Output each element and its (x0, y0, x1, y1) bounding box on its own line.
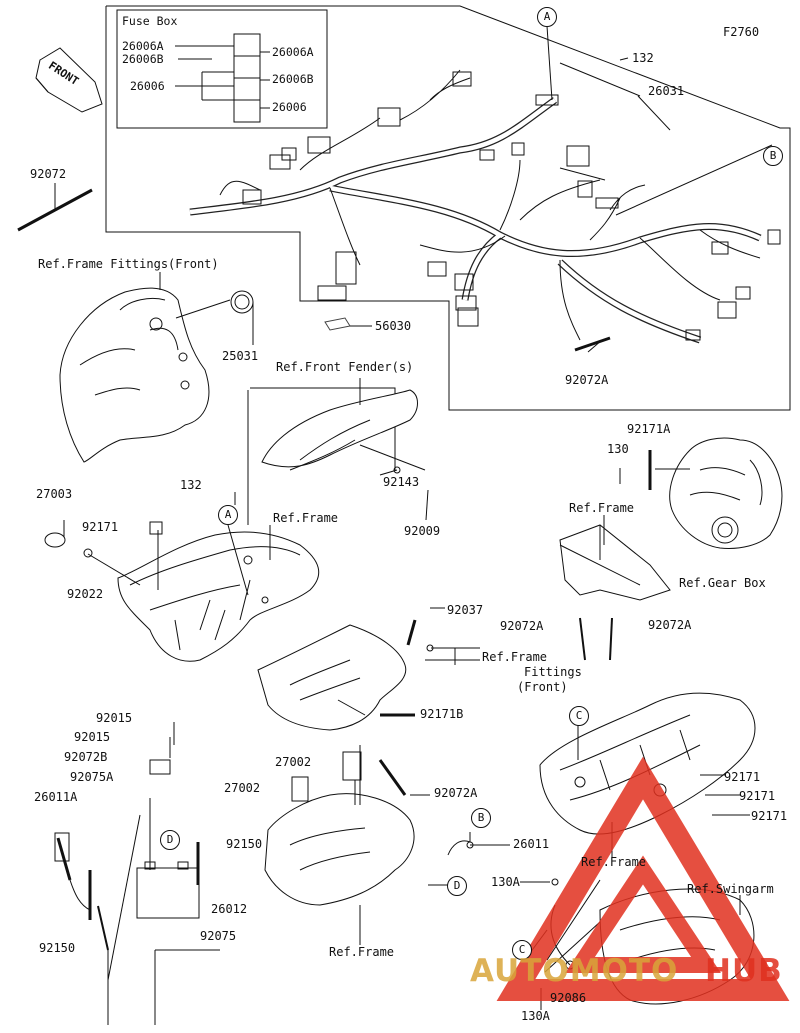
battery-tray (264, 793, 415, 906)
fuse-box-label: 26006A (122, 39, 164, 53)
part-number: 92171 (739, 789, 776, 803)
part-number: 92037 (447, 603, 484, 617)
ref-label: Ref.Frame (581, 855, 647, 869)
ref-label: Ref.Front Fender(s) (276, 360, 414, 374)
ref-label: Ref.Swingarm (687, 882, 774, 896)
part-number: 92072A (648, 618, 692, 632)
callout-a: A (218, 505, 238, 525)
part-number: 92072B (64, 750, 108, 764)
part-number: 92171 (724, 770, 761, 784)
part-number: 25031 (222, 349, 259, 363)
ref-label: Ref.Frame Fittings(Front) (38, 257, 219, 271)
fuse-box-title: Fuse Box (122, 14, 178, 28)
part-number: 92150 (39, 941, 76, 955)
part-number: 92143 (383, 475, 420, 489)
ref-label: Ref.Frame (569, 501, 635, 515)
part-number: 92086 (550, 991, 587, 1005)
part-number: 132 (180, 478, 202, 492)
battery (136, 867, 200, 919)
part-number: 92075A (70, 770, 114, 784)
watermark-logo (496, 756, 790, 1001)
callout-a: A (537, 7, 557, 27)
part-number: 27003 (36, 487, 73, 501)
ref-label: Fittings (524, 665, 582, 679)
part-number: 130A (521, 1009, 550, 1023)
fuse-box-inset (116, 9, 328, 129)
fittings-plate (257, 624, 407, 731)
part-number: 92171A (627, 422, 671, 436)
ref-label: Ref.Frame (329, 945, 395, 959)
part-number: 92015 (96, 711, 133, 725)
part-number: 92022 (67, 587, 104, 601)
part-number: 92072 (30, 167, 67, 181)
fuse-box-label: 26006B (272, 72, 314, 86)
callout-c: C (512, 940, 532, 960)
ref-label: Ref.Frame (482, 650, 548, 664)
part-number: 92075 (200, 929, 237, 943)
part-number: 26012 (211, 902, 248, 916)
callout-c: C (569, 706, 589, 726)
part-number: 92150 (226, 837, 263, 851)
fuse-box-label: 26006 (130, 79, 165, 93)
ref-label: Ref.Gear Box (679, 576, 766, 590)
frame-right-upper (559, 524, 671, 601)
part-number: 92171 (751, 809, 788, 823)
part-number: 27002 (224, 781, 261, 795)
part-number: 27002 (275, 755, 312, 769)
tag-56030 (324, 317, 351, 331)
callout-b: B (471, 808, 491, 828)
part-number: 130A (491, 875, 520, 889)
watermark-text: AUTOMOTO (470, 953, 679, 989)
gear-box (669, 437, 783, 549)
front-fender-frame (250, 387, 396, 470)
part-number: 130 (607, 442, 629, 456)
part-number: 92072A (434, 786, 478, 800)
fuse-box-label: 26006 (272, 100, 307, 114)
frame-left (117, 531, 320, 662)
part-number: 92072A (500, 619, 544, 633)
callout-b: B (763, 146, 783, 166)
callout-d: D (160, 830, 180, 850)
callout-d: D (447, 876, 467, 896)
frame-rear (539, 692, 756, 835)
part-number: 92171 (82, 520, 119, 534)
part-number: 26011 (513, 837, 550, 851)
watermark-text: HUB (705, 953, 783, 989)
part-number: 92171B (420, 707, 464, 721)
drawing-code: F2760 (723, 25, 760, 39)
part-number: 92015 (74, 730, 111, 744)
part-number: 92072A (565, 373, 609, 387)
part-number: 26011A (34, 790, 78, 804)
front-fender (261, 389, 418, 468)
part-number: 92009 (404, 524, 441, 538)
frame-fittings-front (59, 287, 210, 463)
harness-frame-outline (105, 5, 791, 411)
fuse-box-label: 26006B (122, 52, 164, 66)
ref-label: Ref.Frame (273, 511, 339, 525)
part-number: 26031 (648, 84, 685, 98)
ref-label: (Front) (517, 680, 568, 694)
part-number: 132 (632, 51, 654, 65)
part-number: 56030 (375, 319, 412, 333)
fuse-box-label: 26006A (272, 45, 314, 59)
